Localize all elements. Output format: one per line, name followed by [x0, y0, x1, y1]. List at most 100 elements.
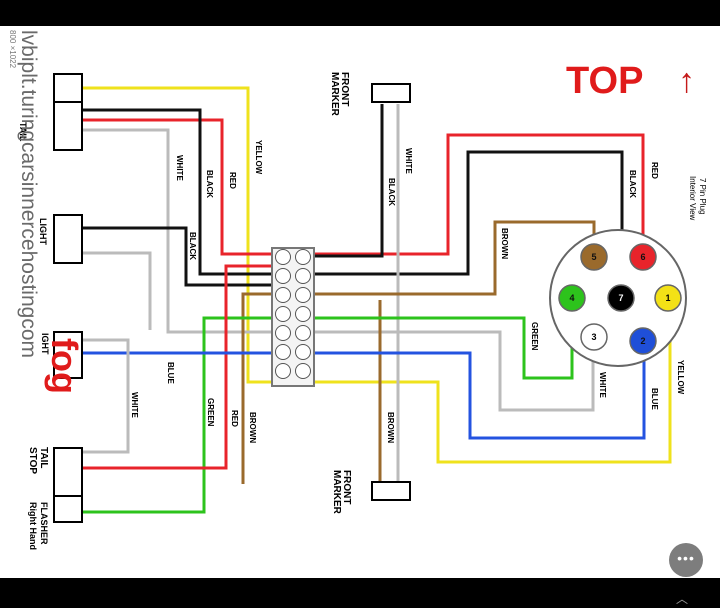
plug-pin-1: [654, 284, 682, 312]
wire-red-top: [82, 118, 645, 257]
junction-hole: [275, 268, 291, 284]
wire-blue: [82, 351, 646, 440]
watermark-size: 800 ×1022: [8, 30, 17, 69]
plug-pins: 6 5 4 7 1 3 2: [558, 243, 682, 355]
wire-label-black-2: BLACK: [188, 232, 197, 260]
diagram-labels: TAIL LIGHT IGHT STOP TAIL Right Hand FLA…: [18, 72, 707, 550]
wire-label-white-2: WHITE: [404, 148, 413, 174]
junction-hole: [275, 363, 291, 379]
label-tail: TAIL: [18, 122, 28, 142]
wire-label-yellow-2: YELLOW: [676, 360, 685, 395]
wire-label-white-3: WHITE: [598, 372, 607, 398]
box-light: [53, 214, 83, 264]
wire-black-top: [82, 108, 624, 297]
label-flasher-2: FLASHER: [39, 502, 49, 545]
junction-hole: [295, 268, 311, 284]
overlay-annotations: TOP ↑ fog lvbiplt.turingcarsinnercehosti…: [8, 30, 695, 394]
plug-pin-number-4: 4: [569, 293, 574, 303]
plug-7-pin: 6 5 4 7 1 3 2: [549, 229, 687, 367]
wire-yellow: [82, 86, 672, 464]
junction-hole: [295, 306, 311, 322]
label-front-marker-1: FRONT: [339, 72, 350, 106]
label-light: LIGHT: [38, 218, 48, 245]
wire-label-black-4: BLACK: [628, 170, 637, 198]
wire-black-light: [82, 226, 310, 287]
watermark-main: lvbiplt.turingcarsinnercehostingcom: [17, 30, 40, 358]
wire-green: [82, 310, 574, 514]
junction-hole: [275, 344, 291, 360]
plug-pin-number-1: 1: [665, 293, 670, 303]
box-stop: [53, 447, 83, 497]
plug-pin-7: [607, 284, 635, 312]
wiring-diagram: 6 5 4 7 1 3 2 TAIL LIGHT IGHT STOP TAIL Right …: [8, 30, 707, 550]
top-arrow: ↑: [678, 62, 695, 100]
wire-label-brown-2: BROWN: [248, 412, 257, 443]
chevron-up-icon[interactable]: ︿: [676, 592, 689, 606]
box-fog: [53, 331, 83, 379]
plug-pin-5: [580, 243, 608, 271]
wire-label-brown-3: BROWN: [386, 412, 395, 443]
junction-hole: [275, 325, 291, 341]
wire-white-top: [82, 128, 595, 412]
label-front-marker-b1: FRONT: [341, 470, 352, 504]
wire-brown: [241, 220, 596, 484]
wire-label-blue-1: BLUE: [650, 388, 659, 410]
junction-hole: [275, 287, 291, 303]
box-front-marker-top: [371, 83, 411, 103]
label-front-marker-2: MARKER: [329, 72, 340, 117]
wire-label-red-3: RED: [230, 410, 239, 427]
light-boxes: [53, 73, 411, 523]
junction-hole: [295, 249, 311, 265]
plug-pin-4: [558, 284, 586, 312]
junction-hole: [295, 325, 311, 341]
plug-pin-3: [580, 323, 608, 351]
wire-label-black-1: BLACK: [205, 170, 214, 198]
plug-pin-number-7: 7: [618, 293, 623, 303]
junction-block: [271, 247, 315, 387]
plug-pin-6: [629, 243, 657, 271]
wire-white-light: [82, 251, 152, 330]
box-front-marker-bottom: [371, 481, 411, 501]
junction-hole: [275, 249, 291, 265]
wire-label-blue-2: BLUE: [166, 362, 175, 384]
wire-label-red-2: RED: [650, 162, 659, 179]
wire-label-green-1: GREEN: [530, 322, 539, 351]
plug-pin-number-2: 2: [640, 336, 645, 346]
wire-red-bottom: [82, 264, 312, 470]
plug-pin-number-3: 3: [591, 332, 596, 342]
label-flasher-1: Right Hand: [28, 502, 38, 550]
wiring-diagram-image: 6 5 4 7 1 3 2 TAIL LIGHT IGHT STOP TAIL Right …: [0, 26, 720, 578]
junction-holes: [275, 249, 311, 379]
label-stop: STOP: [27, 447, 38, 474]
wire-label-brown-1: BROWN: [500, 228, 509, 259]
label-stop-tail: TAIL: [38, 447, 49, 468]
box-tail-top: [53, 73, 83, 103]
wire-white-fog: [82, 338, 130, 454]
wire-label-white-4: WHITE: [130, 392, 139, 418]
plug-title-2: Interior View: [688, 176, 697, 221]
wires: [82, 86, 672, 514]
plug-pin-number-5: 5: [591, 252, 596, 262]
wire-label-white-1: WHITE: [175, 155, 184, 181]
wire-label-red-1: RED: [228, 172, 237, 189]
junction-hole: [295, 344, 311, 360]
plug-pin-2: [629, 327, 657, 355]
label-front-marker-b2: MARKER: [331, 470, 342, 515]
box-flasher: [53, 495, 83, 523]
junction-hole: [275, 306, 291, 322]
more-icon: •••: [677, 549, 695, 566]
wire-black-marker: [312, 104, 384, 258]
junction-hole: [295, 287, 311, 303]
label-ight: IGHT: [40, 333, 50, 355]
wire-label-green-2: GREEN: [206, 398, 215, 427]
plug-title-1: 7 Pin Plug: [698, 178, 707, 214]
top-label: TOP: [566, 60, 643, 102]
more-options-button[interactable]: •••: [669, 543, 703, 577]
wire-label-black-3: BLACK: [387, 178, 396, 206]
wire-label-yellow-1: YELLOW: [254, 140, 263, 175]
junction-hole: [295, 363, 311, 379]
box-tail-bottom: [53, 101, 83, 151]
plug-pin-number-6: 6: [640, 252, 645, 262]
fog-label: fog: [44, 338, 85, 394]
